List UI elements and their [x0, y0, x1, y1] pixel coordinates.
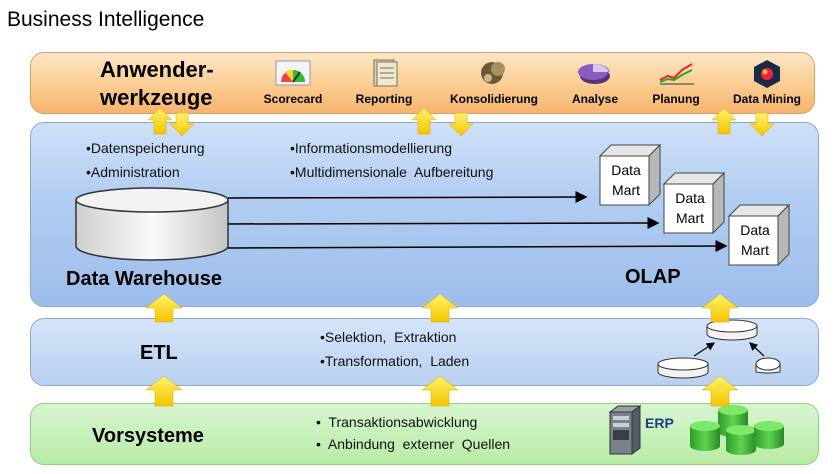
source-bullet-transaktionsabwicklung: • Transaktionsabwicklung [316, 414, 478, 430]
tool-analyse[interactable]: Analyse [550, 58, 640, 106]
scorecard-icon [275, 60, 311, 86]
etl-bullet-selektion: •Selektion, Extraktion [320, 329, 457, 345]
reporting-icon [373, 59, 398, 87]
data-mart-label-line2: Mart [676, 210, 704, 226]
arrow-to-datamart-2 [227, 217, 660, 230]
tool-label: Analyse [571, 92, 619, 106]
page-title: Business Intelligence [7, 8, 205, 31]
konsolidierung-icon [481, 62, 505, 84]
tool-planung[interactable]: Planung [631, 58, 721, 106]
tool-scorecard[interactable]: Scorecard [248, 58, 338, 106]
tool-label: Konsolidierung [450, 92, 538, 106]
tool-label: Scorecard [263, 92, 323, 106]
source-databases-icon [690, 405, 784, 455]
data-mart-label-line2: Mart [741, 242, 769, 258]
arrow-to-datamart-1 [227, 191, 588, 204]
tool-label: Data Mining [733, 92, 801, 106]
data-mining-icon [754, 60, 780, 88]
tools-layer [30, 52, 815, 114]
analyse-icon [578, 64, 610, 84]
arrow-to-datamart-3 [227, 240, 728, 253]
etl-database-disks-icon [657, 319, 781, 379]
dwh-bullet-administration: •Administration [86, 164, 180, 180]
etl-bullet-transformation: •Transformation, Laden [320, 353, 470, 369]
dwh-to-datamart-arrows [227, 191, 728, 253]
data-mart-cube: Data Mart [663, 172, 725, 234]
source-systems-title: Vorsysteme [92, 425, 204, 447]
erp-server-icon [608, 405, 642, 455]
etl-title: ETL [140, 342, 178, 364]
tool-konsolidierung[interactable]: Konsolidierung [449, 58, 539, 106]
source-bullet-anbindung: • Anbindung externer Quellen [316, 436, 511, 452]
data-mart-label-line1: Data [611, 162, 641, 178]
tools-layer-title: Anwender- werkzeuge [100, 56, 240, 112]
data-warehouse-title: Data Warehouse [66, 268, 222, 290]
tool-label: Planung [652, 92, 700, 106]
data-mart-cube: Data Mart [599, 144, 661, 206]
data-mart-label-line1: Data [675, 190, 705, 206]
tool-label: Reporting [355, 92, 413, 106]
olap-title: OLAP [625, 266, 681, 288]
data-warehouse-database-icon [75, 187, 229, 261]
erp-label: ERP [645, 415, 674, 431]
dwh-bullet-datenspeicherung: •Datenspeicherung [86, 140, 205, 156]
dwh-bullet-informationsmodellierung: •Informationsmodellierung [290, 140, 453, 156]
source-systems-layer [30, 403, 819, 465]
planung-icon [659, 63, 694, 85]
tool-data-mining[interactable]: Data Mining [722, 58, 812, 106]
data-mart-label-line2: Mart [612, 182, 640, 198]
data-mart-label-line1: Data [740, 222, 770, 238]
tools-layer-title-line2: werkzeuge [100, 85, 213, 110]
dwh-bullet-multidimensionale: •Multidimensionale Aufbereitung [290, 164, 494, 180]
data-mart-cube: Data Mart [728, 204, 790, 266]
tools-layer-title-line1: Anwender- [100, 57, 214, 82]
tool-reporting[interactable]: Reporting [339, 58, 429, 106]
